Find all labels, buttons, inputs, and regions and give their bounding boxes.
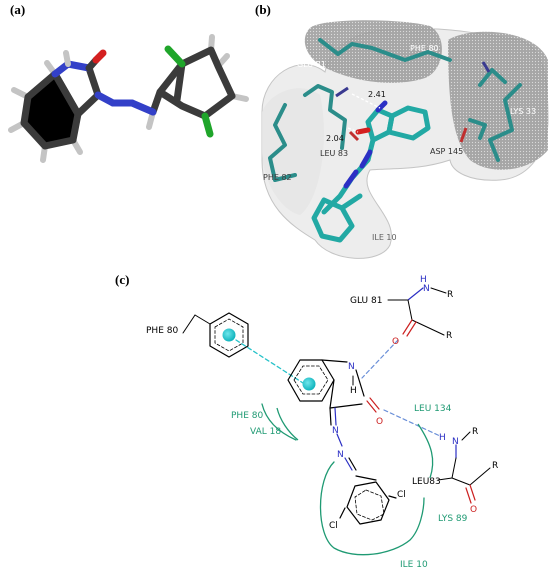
- label-val18: VAL 18: [250, 427, 281, 437]
- distance-label-2: 2.04: [326, 134, 344, 143]
- panel-a-molecule: [8, 34, 249, 163]
- atom-leu-o: O: [470, 505, 477, 515]
- pocket-label-lys33: LYS 33: [510, 107, 536, 116]
- label-leu134: LEU 134: [414, 404, 452, 414]
- atom-o-indole: O: [376, 417, 383, 427]
- label-lys89: LYS 89: [438, 514, 468, 524]
- distance-label-1: 2.41: [368, 90, 386, 99]
- pocket-label-leu83: LEU 83: [320, 149, 348, 158]
- atom-glu-n: N: [423, 284, 430, 294]
- atom-h-indole: H: [350, 386, 357, 396]
- atom-leu-h: H: [439, 433, 446, 443]
- atom-leu-r-n: R: [472, 427, 478, 437]
- panel-c-label: (c): [115, 272, 130, 287]
- panel-c-labels: PHE 80 GLU 81 LEU 134 PHE 80 VAL 18 LEU8…: [146, 275, 498, 570]
- pocket-label-phe80: PHE 80: [410, 44, 439, 53]
- atom-leu-n: N: [452, 437, 459, 447]
- pi-center-ligand: [302, 377, 316, 391]
- atom-glu-r-n: R: [447, 290, 453, 300]
- label-phe80-top: PHE 80: [146, 326, 178, 336]
- atom-leu-r-c: R: [492, 461, 498, 471]
- pocket-label-glu81: GLU 81: [297, 60, 326, 69]
- label-glu81: GLU 81: [350, 296, 382, 306]
- pocket-label-ile10: ILE 10: [372, 233, 397, 242]
- atom-n-hyd2: N: [337, 450, 344, 460]
- atom-glu-o: O: [392, 337, 399, 347]
- atom-n-indole: N: [348, 362, 355, 372]
- atom-glu-r-c: R: [446, 331, 452, 341]
- atom-n-hyd1: N: [332, 426, 339, 436]
- hydrophobic-contours: [276, 407, 434, 479]
- panel-b-pocket: GLU 81 PHE 80 LYS 33 PHE 82 LEU 83 ASP 1…: [255, 18, 549, 268]
- atom-cl2: Cl: [329, 521, 338, 531]
- label-ile10: ILE 10: [400, 560, 428, 570]
- panel-c-diagram: [182, 287, 491, 556]
- panel-b-label: (b): [255, 2, 271, 17]
- panel-a-label: (a): [10, 2, 26, 17]
- label-phe80-pocket: PHE 80: [231, 411, 263, 421]
- label-leu83: LEU83: [412, 477, 441, 487]
- pocket-label-asp145: ASP 145: [430, 147, 463, 156]
- pi-center-phe80: [222, 328, 236, 342]
- pocket-label-phe82: PHE 82: [263, 173, 292, 182]
- atom-cl1: Cl: [397, 490, 406, 500]
- atom-glu-h: H: [420, 275, 427, 285]
